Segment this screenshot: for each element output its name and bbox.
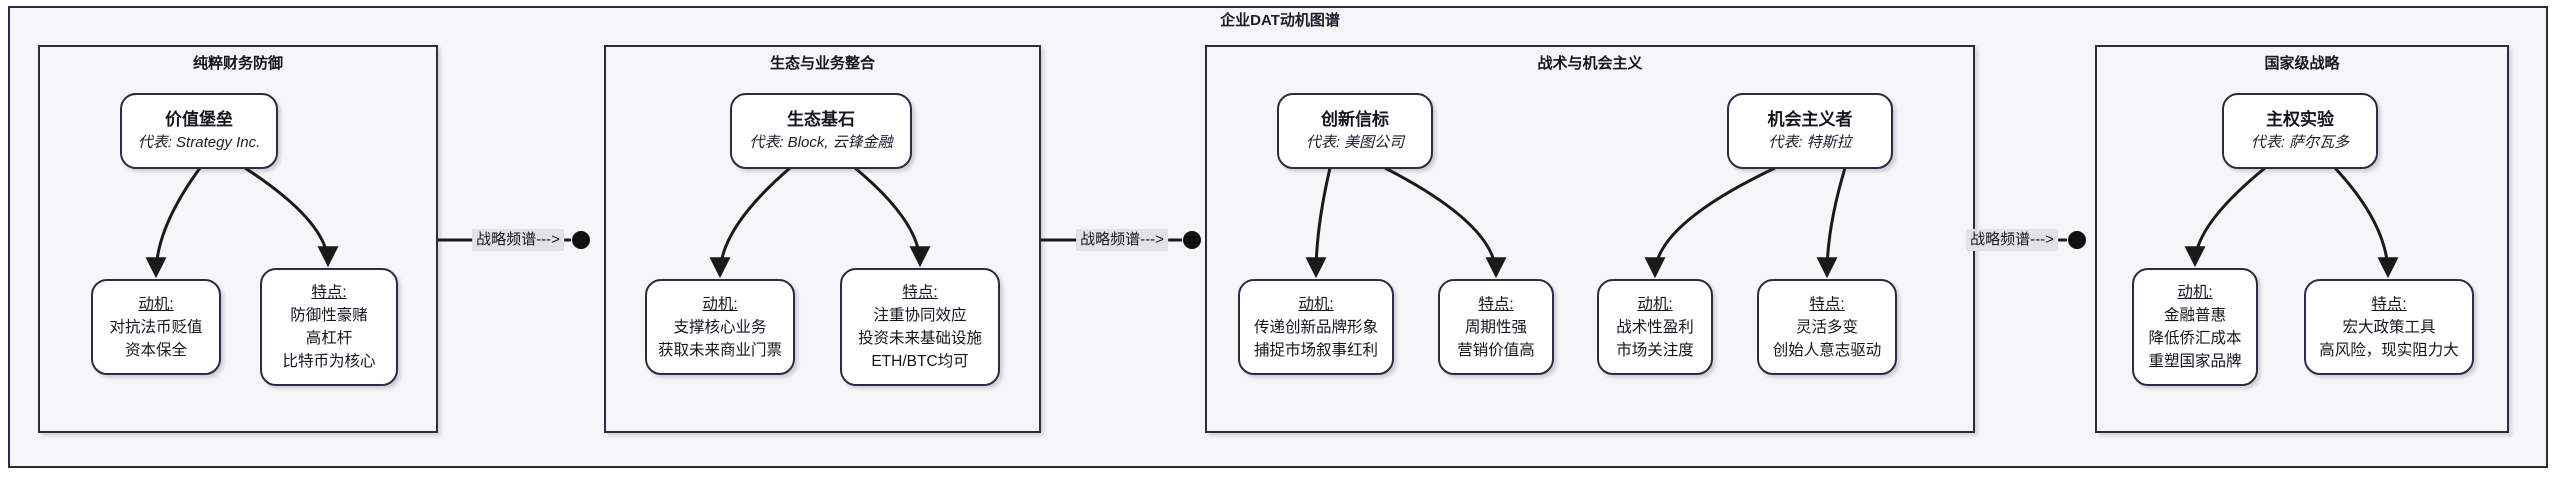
- connector-end-circles: [572, 231, 2086, 249]
- node-representative: 代表: Block, 云锋金融: [749, 134, 893, 151]
- child-head: 动机:: [2177, 284, 2213, 301]
- child-head: 动机:: [1637, 295, 1673, 313]
- node-ecosystem-cornerstone: 生态基石 代表: Block, 云锋金融: [730, 93, 912, 169]
- node-motivation-ecosystem: 动机: 支撑核心业务 获取未来商业门票: [645, 279, 795, 375]
- child-line: 周期性强: [1464, 318, 1527, 336]
- node-title: 价值堡垒: [165, 110, 233, 129]
- node-traits-opportunist: 特点: 灵活多变 创始人意志驱动: [1757, 279, 1897, 375]
- edge-label-strategy-spectrum-3: 战略频谱--->: [1966, 229, 2058, 251]
- child-line: 宏大政策工具: [2342, 318, 2436, 336]
- child-line: 高杠杆: [305, 330, 353, 347]
- child-line: 捕捉市场叙事红利: [1253, 341, 1378, 359]
- child-line: 传递创新品牌形象: [1253, 318, 1378, 336]
- child-line: 高风险，现实阻力大: [2319, 341, 2459, 359]
- child-line: 降低侨汇成本: [2148, 330, 2242, 347]
- child-head: 动机:: [138, 295, 174, 313]
- node-traits-defense: 特点: 防御性豪赌 高杠杆 比特币为核心: [260, 268, 398, 386]
- diagram-title: 企业DAT动机图谱: [1220, 12, 1340, 29]
- child-head: 动机:: [702, 295, 738, 313]
- group-title: 战术与机会主义: [1537, 55, 1643, 72]
- child-line: 金融普惠: [2163, 307, 2226, 324]
- group-title: 纯粹财务防御: [192, 55, 283, 72]
- child-line: 对抗法币贬值: [109, 318, 203, 336]
- child-line: 战术性盈利: [1616, 318, 1694, 336]
- parent-child-arrows: [145, 166, 2399, 279]
- node-sovereign-experiment: 主权实验 代表: 萨尔瓦多: [2222, 93, 2378, 169]
- edge-label-strategy-spectrum-2: 战略频谱--->: [1076, 229, 1168, 251]
- node-representative: 代表: 特斯拉: [1768, 134, 1852, 151]
- child-line: 获取未来商业门票: [657, 341, 782, 359]
- node-title: 创新信标: [1321, 110, 1389, 129]
- child-line: 投资未来基础设施: [857, 330, 982, 347]
- node-title: 机会主义者: [1767, 110, 1853, 129]
- child-line: 市场关注度: [1616, 341, 1694, 359]
- node-traits-ecosystem: 特点: 注重协同效应 投资未来基础设施 ETH/BTC均可: [840, 268, 1000, 386]
- child-head: 特点:: [311, 284, 347, 301]
- child-line: ETH/BTC均可: [871, 353, 969, 370]
- node-title: 生态基石: [787, 110, 855, 129]
- node-representative: 代表: 萨尔瓦多: [2250, 134, 2350, 151]
- group-title: 生态与业务整合: [769, 55, 875, 72]
- child-head: 特点:: [1809, 295, 1845, 313]
- child-head: 动机:: [1298, 295, 1334, 313]
- node-value-fortress: 价值堡垒 代表: Strategy Inc.: [120, 93, 278, 169]
- child-line: 防御性豪赌: [290, 307, 368, 324]
- child-line: 资本保全: [124, 341, 187, 359]
- node-traits-sovereign: 特点: 宏大政策工具 高风险，现实阻力大: [2304, 279, 2474, 375]
- child-line: 注重协同效应: [873, 307, 967, 324]
- child-head: 特点:: [1478, 295, 1514, 313]
- child-line: 创始人意志驱动: [1772, 341, 1882, 359]
- node-motivation-sovereign: 动机: 金融普惠 降低侨汇成本 重塑国家品牌: [2132, 268, 2258, 386]
- node-representative: 代表: 美图公司: [1305, 134, 1405, 151]
- child-line: 重塑国家品牌: [2148, 353, 2242, 370]
- child-line: 比特币为核心: [282, 353, 376, 370]
- node-innovation-beacon: 创新信标 代表: 美图公司: [1277, 93, 1433, 169]
- node-representative: 代表: Strategy Inc.: [137, 134, 261, 151]
- child-line: 灵活多变: [1795, 318, 1858, 336]
- node-traits-innovation: 特点: 周期性强 营销价值高: [1438, 279, 1554, 375]
- node-opportunist: 机会主义者 代表: 特斯拉: [1727, 93, 1893, 169]
- group-title: 国家级战略: [2264, 55, 2340, 72]
- node-motivation-opportunist: 动机: 战术性盈利 市场关注度: [1597, 279, 1713, 375]
- node-motivation-innovation: 动机: 传递创新品牌形象 捕捉市场叙事红利: [1238, 279, 1394, 375]
- child-head: 特点:: [2371, 295, 2407, 313]
- child-line: 支撑核心业务: [673, 318, 767, 336]
- child-head: 特点:: [902, 284, 938, 301]
- edge-label-strategy-spectrum-1: 战略频谱--->: [472, 229, 564, 251]
- child-line: 营销价值高: [1457, 341, 1535, 359]
- node-title: 主权实验: [2266, 110, 2334, 129]
- node-motivation-defense: 动机: 对抗法币贬值 资本保全: [91, 279, 221, 375]
